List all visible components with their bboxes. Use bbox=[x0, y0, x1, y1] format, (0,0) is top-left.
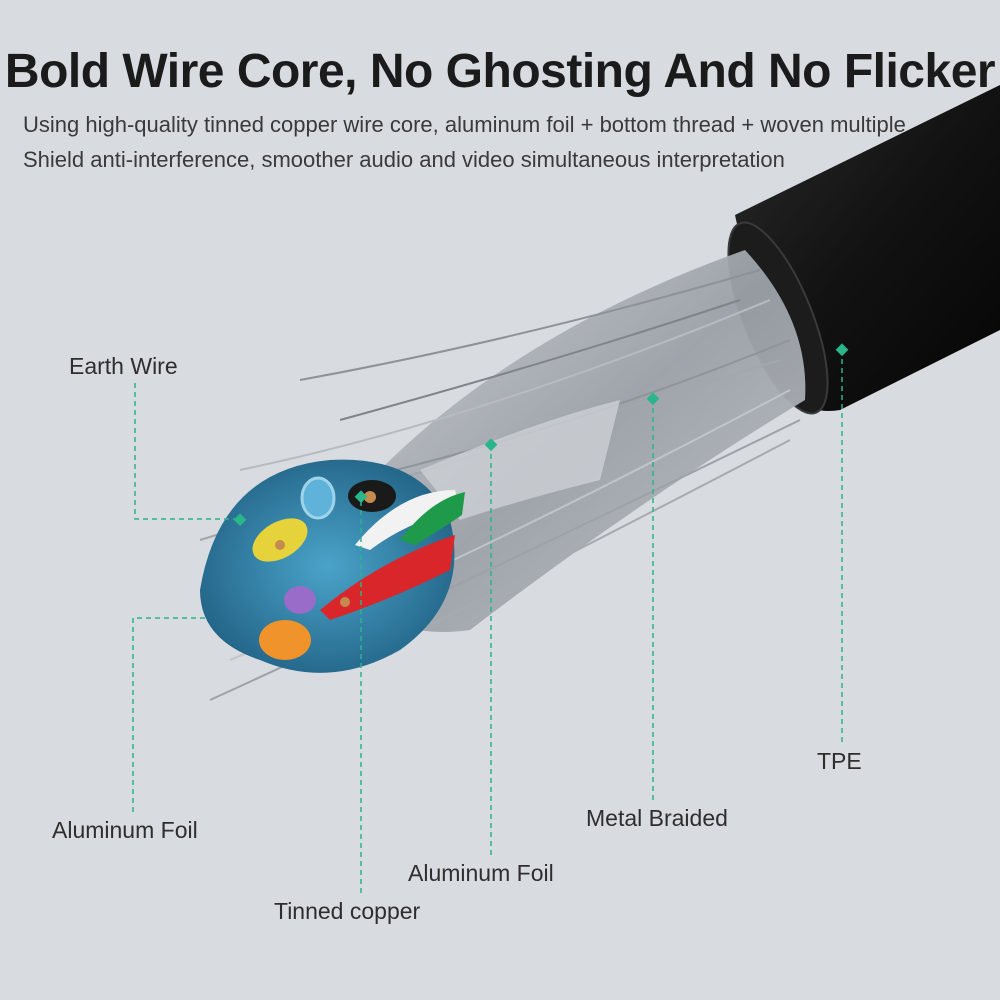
marker-tinned-copper bbox=[354, 490, 368, 504]
marker-aluminum-foil bbox=[484, 438, 498, 452]
wire-cores bbox=[252, 476, 465, 660]
callout-lines bbox=[132, 349, 843, 893]
marker-earth-wire bbox=[233, 513, 247, 527]
label-metal-braided: Metal Braided bbox=[586, 805, 728, 831]
callout-line-aluminum-foil-inner bbox=[132, 617, 205, 812]
callout-line-earth-wire bbox=[134, 383, 240, 520]
label-tinned-copper: Tinned copper bbox=[274, 898, 421, 924]
label-aluminum-foil-outer: Aluminum Foil bbox=[408, 860, 554, 886]
label-tpe: TPE bbox=[817, 748, 862, 774]
label-earth-wire: Earth Wire bbox=[69, 353, 178, 379]
subtitle-line-2: Shield anti-interference, smoother audio… bbox=[23, 147, 785, 172]
page-title: Bold Wire Core, No Ghosting And No Flick… bbox=[4, 45, 996, 98]
subtitle-line-1: Using high-quality tinned copper wire co… bbox=[23, 112, 906, 137]
label-aluminum-foil-inner: Aluminum Foil bbox=[52, 817, 198, 843]
metal-braid bbox=[199, 250, 806, 701]
